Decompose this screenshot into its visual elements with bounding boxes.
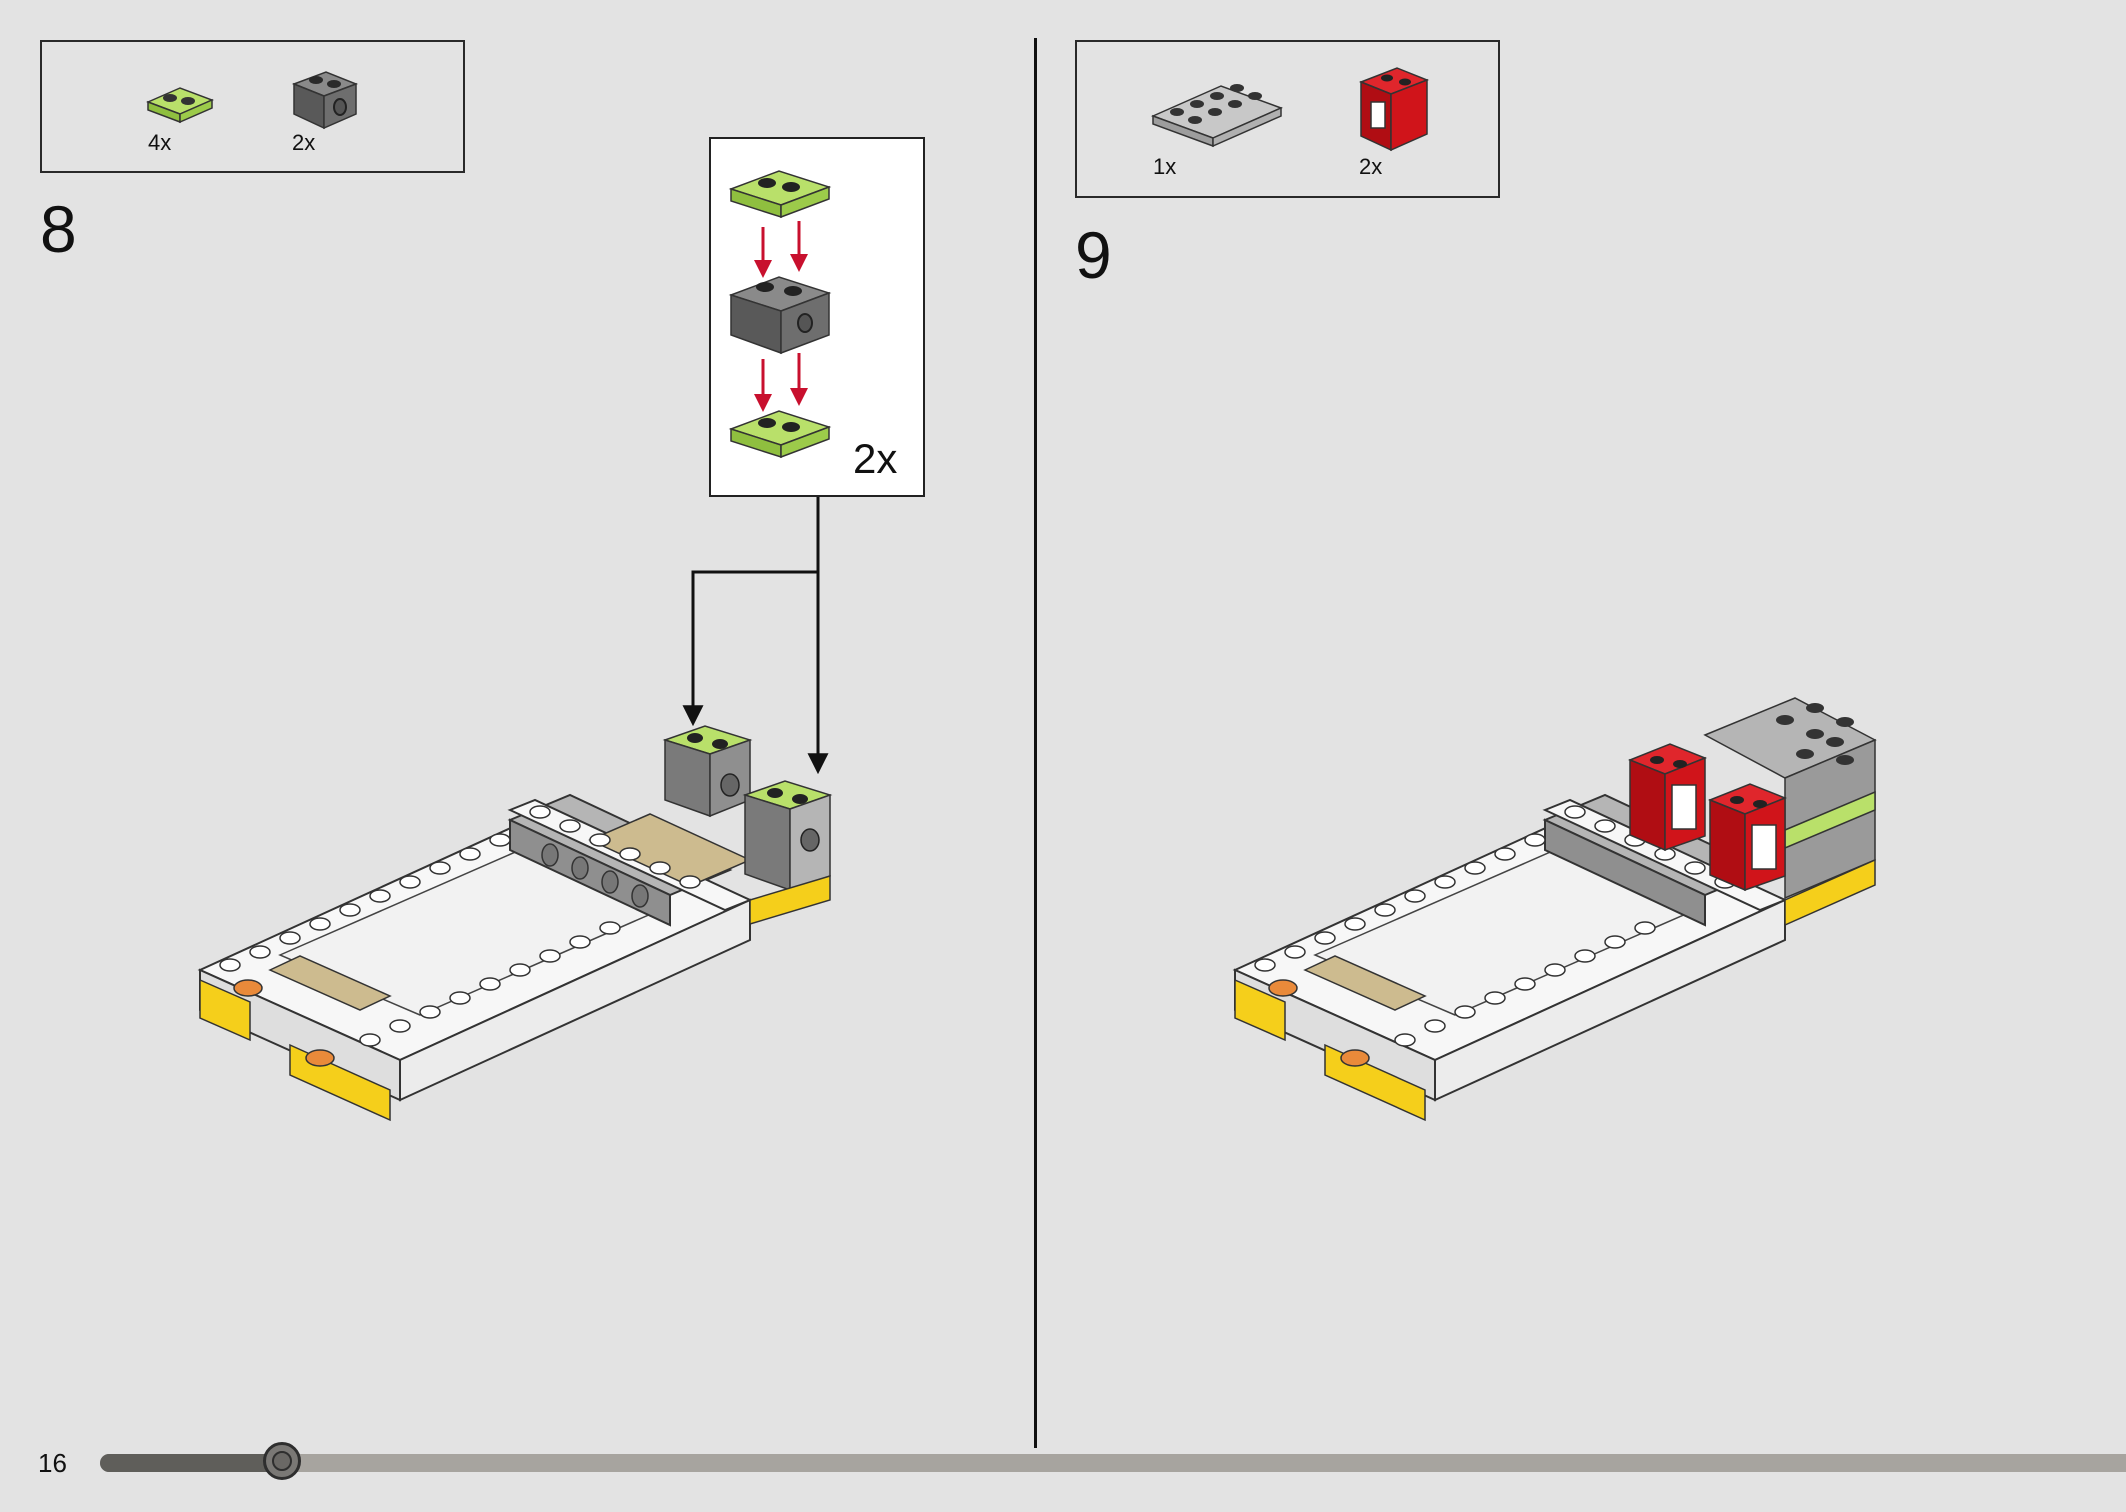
step9-part2-qty: 2x — [1359, 154, 1383, 179]
step8-part1-qty: 4x — [148, 130, 172, 155]
gray-plate-icon — [1150, 84, 1284, 148]
step8-parts-box: 4x 2x — [40, 40, 465, 173]
step8-number: 8 — [40, 192, 77, 266]
step9-number: 9 — [1075, 218, 1112, 292]
step9-part1-qty: 1x — [1153, 154, 1177, 179]
progress-track — [100, 1454, 2126, 1472]
red-window-frame-icon — [1358, 67, 1430, 152]
progress-fill — [100, 1454, 282, 1472]
callout-assembly-diagram — [728, 170, 832, 459]
page-number: 16 — [38, 1448, 67, 1478]
technic-brick-icon — [291, 71, 359, 130]
step9-model — [1232, 697, 1877, 1122]
progress-knob[interactable] — [263, 1442, 301, 1480]
step9-parts-box: 1x 2x — [1075, 40, 1500, 198]
step8-callout: 2x — [709, 137, 925, 497]
step8-model — [197, 725, 833, 1122]
callout-multiplier: 2x — [853, 435, 898, 482]
lime-plate-icon — [146, 87, 214, 124]
step8-part2-qty: 2x — [292, 130, 316, 155]
page-divider — [1034, 38, 1037, 1448]
